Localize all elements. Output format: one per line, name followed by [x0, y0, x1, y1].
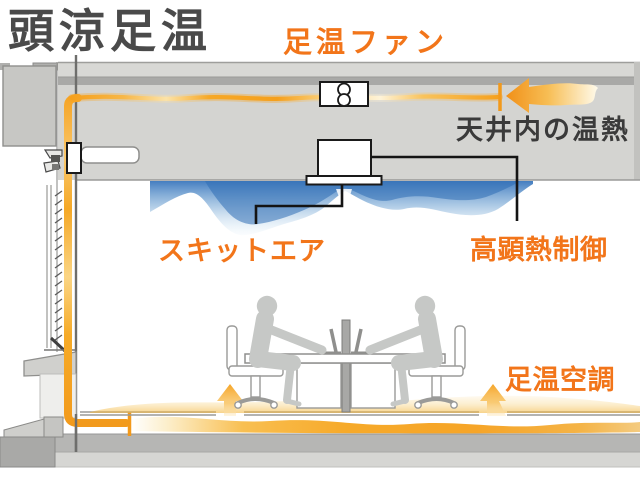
wall-fan-unit [66, 142, 82, 174]
label-foot-warm-fan: 足温ファン [283, 27, 449, 59]
office-chair-right [408, 325, 466, 409]
wall-duct [66, 142, 140, 174]
arrow-left-icon [506, 78, 598, 113]
person-left [249, 295, 327, 407]
callout-line-skit-air [254, 185, 344, 224]
label-high-sensible-heat-control: 高顕熱制御 [470, 235, 608, 265]
callout-lines [254, 155, 519, 224]
ceiling-warm-airflow [68, 83, 503, 111]
desk [244, 319, 446, 413]
fan-box-icon [319, 81, 369, 107]
label-ceiling-heat: 天井内の温熱 [456, 115, 630, 145]
foundation-block [0, 436, 56, 468]
person-right [365, 295, 443, 407]
desk-top [244, 353, 446, 364]
glazing-hatch [54, 190, 63, 341]
label-skit-air: スキットエア [158, 236, 326, 266]
ceiling-ac-unit-icon [305, 139, 383, 186]
desk-divider-panel [341, 319, 351, 413]
floor-warm-airflow [127, 412, 640, 436]
floor-slab [55, 433, 640, 468]
cool-airflow [150, 181, 533, 236]
arrow-up-icon-right [480, 384, 506, 416]
page-title: 頭涼足温 [8, 5, 212, 57]
office-chair-left [226, 325, 284, 409]
callout-line-sensible-heat [371, 155, 519, 221]
left-wall-section [0, 55, 78, 468]
label-foot-warm-ac: 足温空調 [505, 365, 615, 395]
arrow-up-icon-left [217, 384, 243, 416]
